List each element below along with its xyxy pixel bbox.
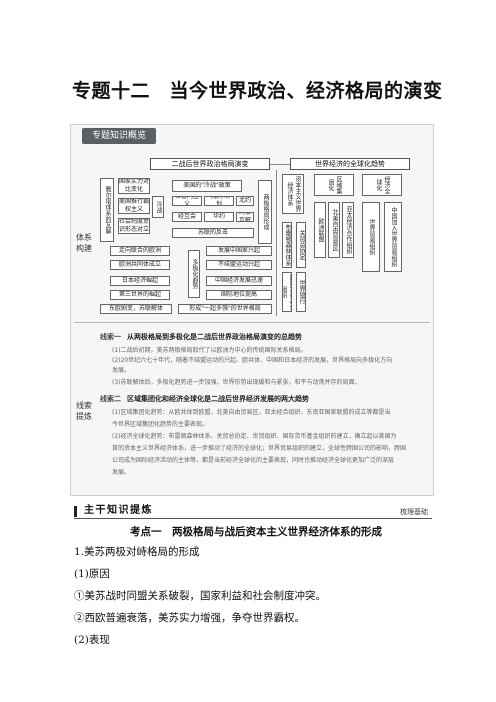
diagram-box: 第三世界的崛起 <box>110 290 170 300</box>
clue-1-line: (3)苏联解体后，多极化趋势进一步加强。世界形势出现缓和与紧张，和平与动荡并存的… <box>112 379 361 386</box>
diagram-box: 中国经济发展迅速 <box>206 276 272 286</box>
kaodian-heading: 考点一 两极格局与战后资本主义世界经济体系的形成 <box>130 526 382 538</box>
diagram-box: 杜鲁门主义 <box>172 196 202 206</box>
diagram-right-column: 布雷顿森林体系 <box>282 222 292 268</box>
diagram-right-column: 国际货币基金组织 <box>282 272 292 312</box>
diagram-box: 走向联合的欧洲 <box>110 246 170 256</box>
body-line: ①美苏战时同盟关系破裂，国家利益和社会制度冲突。 <box>74 590 326 602</box>
clue-2-line: (1)区域集团化趋势：从欧共体到欧盟，北美自由贸易区，亚太经合组织，东南亚国家联… <box>112 409 391 416</box>
diagram-box: 形成"一超多强"的世界格局 <box>178 304 272 314</box>
diagram-box: 北约 <box>236 196 254 206</box>
body-line: 1.美苏两极对峙格局的形成 <box>74 546 200 558</box>
clue-tag: 线索二 <box>100 395 121 403</box>
clue-text: 区域集团化和经济全球化是二战后世界经济发展的两大趋势 <box>127 395 309 403</box>
page-title: 专题十二 当今世界政治、经济格局的演变 <box>72 80 443 102</box>
diagram-box: 国际地位提高 <box>206 290 272 300</box>
clue-1-line: 发展。 <box>112 367 131 374</box>
clue-2-line: (2)经济全球化趋势：布雷顿森林体系、关贸总协定、世贸组织、国际货币基金组织的建… <box>112 433 397 440</box>
diagram-right-column: 北美自由贸易区 <box>328 202 340 258</box>
clue-1-line: (2)20世纪六七十年代，随着不结盟运动的兴起、欧共体、中国和日本经济的发展，世… <box>112 357 393 364</box>
clue-2-line: 首的资本主义世界经济体系，进一步推动了经济的全球化；世界贸易组织的建立，全球性跨… <box>112 445 407 452</box>
section-label: 主干知识提炼 <box>84 505 153 516</box>
diagram-left-header: 二战后世界政治格局演变 <box>150 158 270 170</box>
body-line: ②西欧普遍衰落，美苏实力增强，争夺世界霸权。 <box>74 612 305 624</box>
clue-2-line: 公司成为国际经济活动的主体等，都是当前经济全球化的主要表现，同时也推动经济全球化… <box>112 457 395 464</box>
diagram-box: 发展中国家兴起 <box>206 246 272 256</box>
clue-2-line: 发展。 <box>112 469 131 476</box>
diagram-box: 冷战 <box>152 196 164 218</box>
clue-text: 从两极格局到多极化是二战后世界政治格局演变的总趋势 <box>127 333 302 341</box>
diagram-right-column: 经济全球化 <box>362 174 402 196</box>
diagram-box: 欧洲共同体成立 <box>110 260 170 270</box>
diagram-box: 不结盟运动兴起 <box>206 260 272 270</box>
diagram-box: 马歇尔计划 <box>204 196 234 206</box>
diagram-right-column: 欧洲联盟 <box>314 202 326 258</box>
diagram-box: 美国推行霸权主义 <box>118 198 150 214</box>
clue-1-line: (1)二战后初期，美苏两极格局取代了以欧洲为中心的传统国际关系格局。 <box>112 347 307 354</box>
diagram-right-column: 亚太经济合作组织 <box>342 202 354 258</box>
section-bar: 主干知识提炼 梳理基础 <box>74 504 432 519</box>
diagram-divider <box>276 170 277 316</box>
body-line: (2)表现 <box>74 634 110 646</box>
diagram-box: 华约 <box>204 212 234 222</box>
diagram-box: 社会制度意识形态对立 <box>118 218 150 234</box>
diagram-box: 经互会 <box>172 212 202 222</box>
body-line: (1)原因 <box>74 568 110 580</box>
side-label-clue: 线索提炼 <box>76 401 92 421</box>
section-mark <box>74 506 77 517</box>
diagram-box: 苏联的反击 <box>172 228 254 238</box>
diagram-right-column: 区域集团化 <box>314 174 354 196</box>
clue-2-line: 今世界区域集团化趋势的主要表现。 <box>112 421 209 428</box>
diagram-box: 国家实力对比变化 <box>118 178 150 194</box>
diagram-box: 两极格局形成 <box>258 180 272 244</box>
diagram-mid-column: 多极化趋势 <box>188 250 200 298</box>
diagram-box: 东欧剧变，苏联解体 <box>100 304 172 314</box>
side-label-system: 体系构建 <box>76 233 92 253</box>
diagram-right-header: 世界经济的全球化趋势 <box>290 158 410 170</box>
clue-heading-1: 线索一从两极格局到多极化是二战后世界政治格局演变的总趋势 <box>100 332 302 342</box>
diagram-left-column: 雅尔塔体系的瓦解 <box>100 178 114 242</box>
divider <box>74 322 430 323</box>
diagram-right-column: 世界贸易组织 <box>362 202 380 272</box>
clue-tag: 线索一 <box>100 333 121 341</box>
overview-tab: 专题知识概览 <box>82 128 156 144</box>
diagram-right-column: 关贸总协定 <box>296 222 306 268</box>
diagram-right-column: 资本主义世界经济体系 <box>282 174 304 214</box>
diagram-box: 两极瓦解 <box>236 212 254 222</box>
diagram-right-column: 中国加入世界贸易组织 <box>384 202 402 272</box>
header-connector <box>270 164 290 165</box>
diagram-box: 日本经济崛起 <box>110 276 170 286</box>
section-right-label: 梳理基础 <box>400 508 428 516</box>
diagram-right-column: 世界银行 <box>296 272 306 312</box>
clue-heading-2: 线索二区域集团化和经济全球化是二战后世界经济发展的两大趋势 <box>100 394 309 404</box>
diagram-box: 美国的"冷战"政策 <box>172 180 242 192</box>
